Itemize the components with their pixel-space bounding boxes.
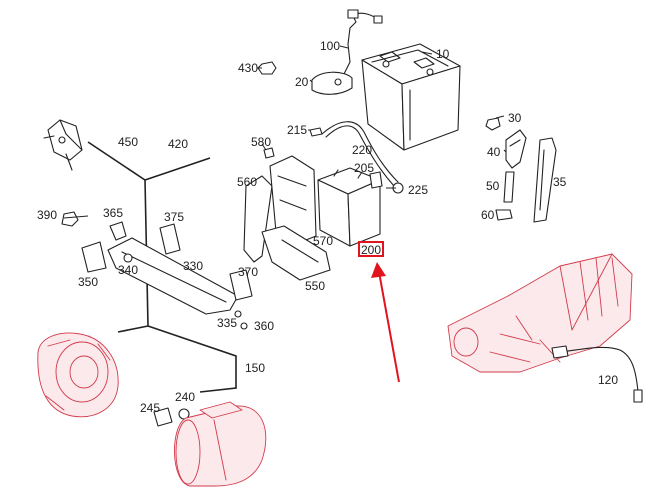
part-35-ground-cable <box>533 137 557 223</box>
callout-50: 50 <box>486 179 500 193</box>
callout-390: 390 <box>37 208 57 222</box>
part-335-nut <box>234 310 242 318</box>
highlight-annotation <box>358 241 400 383</box>
callout-30: 30 <box>508 111 522 125</box>
part-370-relay <box>229 269 253 301</box>
callout-340: 340 <box>118 263 138 277</box>
callout-240: 240 <box>175 390 195 404</box>
assembly-frame-lines <box>87 141 237 393</box>
part-330-mount-rail <box>107 237 239 315</box>
part-375-relay <box>159 223 181 255</box>
part-205-plug <box>369 171 383 189</box>
part-120-ground-strap <box>551 345 643 403</box>
part-60-grommet <box>495 209 513 221</box>
part-580-clip <box>263 147 275 159</box>
part-245-sleeve <box>153 407 173 427</box>
callout-40: 40 <box>487 145 501 159</box>
callout-580: 580 <box>251 135 271 149</box>
callout-370: 370 <box>238 265 258 279</box>
part-450-module <box>43 119 83 171</box>
callout-335: 335 <box>217 316 237 330</box>
part-350-fuse-block <box>81 241 107 273</box>
part-560-bracket <box>243 175 273 263</box>
transmission-illustration <box>447 253 633 373</box>
callout-215: 215 <box>287 123 307 137</box>
callout-375: 375 <box>164 210 184 224</box>
callout-150: 150 <box>245 361 265 375</box>
callout-245: 245 <box>140 401 160 415</box>
starter-motor-illustration <box>174 401 267 487</box>
callout-leaders <box>63 45 507 219</box>
callout-labels: 100 10 430 20 450 420 580 215 220 30 40 … <box>37 39 618 415</box>
callout-205: 205 <box>354 161 374 175</box>
part-360-screw <box>240 322 248 330</box>
callout-200: 200 <box>361 243 381 257</box>
part-20-terminal-cover <box>311 71 353 95</box>
part-340-bolt <box>123 253 133 263</box>
part-200-auxiliary-battery <box>317 167 381 247</box>
highlight-arrow-head <box>371 262 386 278</box>
callout-430: 430 <box>238 61 258 75</box>
callout-550: 550 <box>305 279 325 293</box>
callout-220: 220 <box>352 143 372 157</box>
callout-20: 20 <box>295 75 309 89</box>
part-215-bolt <box>309 127 323 137</box>
callout-60: 60 <box>481 208 495 222</box>
callout-330: 330 <box>183 259 203 273</box>
part-10-battery <box>361 43 461 151</box>
part-100-battery-cable <box>343 9 383 75</box>
part-50-hose <box>503 171 515 203</box>
callout-570: 570 <box>313 234 333 248</box>
alternator-illustration <box>37 332 119 418</box>
callout-360: 360 <box>254 319 274 333</box>
callout-560: 560 <box>237 175 257 189</box>
callout-35: 35 <box>553 175 567 189</box>
callout-420: 420 <box>168 137 188 151</box>
callout-350: 350 <box>78 275 98 289</box>
callout-120: 120 <box>598 373 618 387</box>
part-365-clip <box>109 221 127 241</box>
highlight-box <box>358 241 384 257</box>
part-390-nut <box>61 211 79 227</box>
part-40-terminal-lead <box>505 129 527 169</box>
callout-100: 100 <box>320 39 340 53</box>
callout-225: 225 <box>408 183 428 197</box>
callout-365: 365 <box>103 206 123 220</box>
part-30-screw <box>485 117 501 131</box>
highlight-arrow-shaft <box>378 271 400 383</box>
callout-10: 10 <box>436 47 450 61</box>
callout-450: 450 <box>118 135 138 149</box>
part-220-cable <box>321 121 399 187</box>
part-550-tray <box>261 225 331 281</box>
